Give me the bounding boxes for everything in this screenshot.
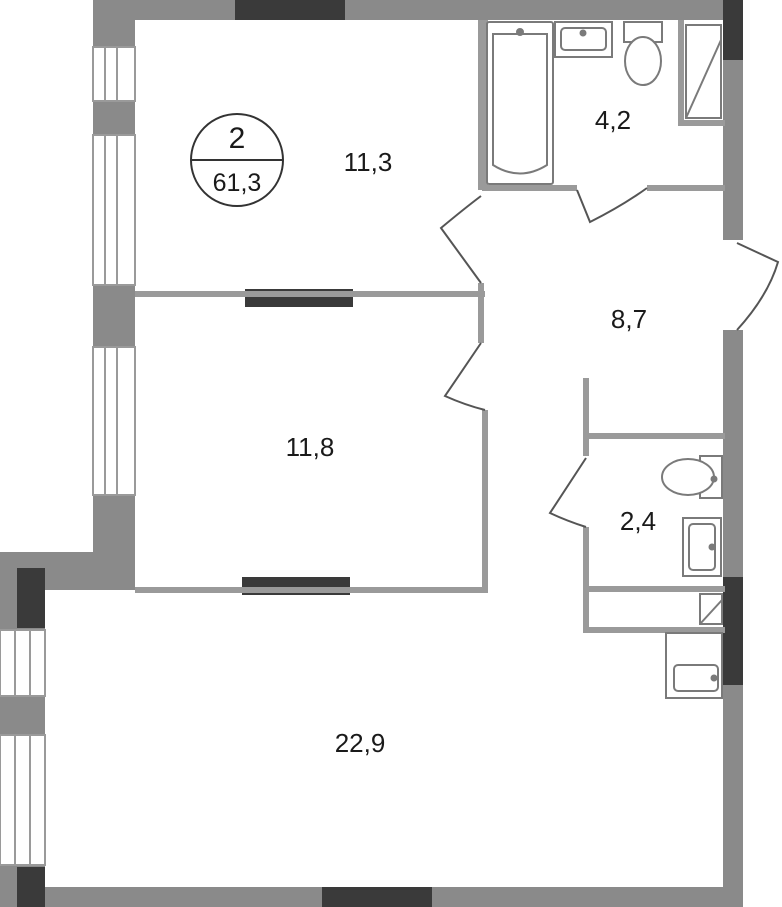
window-living-2 xyxy=(0,734,46,866)
bathtub-inner xyxy=(492,33,548,175)
partition-bath-left xyxy=(482,20,488,190)
door-bathroom xyxy=(576,187,648,224)
area-bedroom-north: 11,3 xyxy=(344,147,393,177)
windows xyxy=(0,46,136,866)
interior-partitions xyxy=(135,20,725,633)
partition-bath-bottom xyxy=(482,185,577,191)
badge-total-area: 61,3 xyxy=(213,169,262,197)
partition-bedroom-hall-upper xyxy=(478,20,484,190)
room-labels: 11,3 4,2 8,7 11,8 2,4 22,9 xyxy=(286,105,656,758)
dark-wall-left-lower-top xyxy=(17,568,45,628)
door-toilet xyxy=(548,457,587,528)
doors xyxy=(439,187,780,528)
dark-wall-right-top xyxy=(723,0,743,60)
toilet-fixtures xyxy=(661,455,723,699)
area-bedroom-middle: 11,8 xyxy=(286,432,335,462)
badge-room-count: 2 xyxy=(229,122,246,155)
window-north-1 xyxy=(92,46,136,102)
bath-sink-tap-icon xyxy=(579,29,587,37)
dark-wall-bottom xyxy=(322,887,432,907)
dark-wall-right-middle xyxy=(723,577,743,685)
door-bedroom-north xyxy=(439,195,482,284)
wall-top xyxy=(93,0,743,20)
window-middle xyxy=(92,346,136,496)
bathroom-fixtures xyxy=(486,21,722,185)
dark-wall-top xyxy=(235,0,345,20)
apartment-badge: 2 61,3 xyxy=(190,113,284,207)
wc-sink-tap-icon xyxy=(708,543,716,551)
partition-bath-bottom-right xyxy=(647,185,725,191)
shaft-box-north xyxy=(685,24,722,119)
area-bathroom: 4,2 xyxy=(595,105,631,135)
partition-shaft-top xyxy=(678,20,684,126)
kitchen-sink-tap-icon xyxy=(710,674,718,682)
area-toilet: 2,4 xyxy=(620,506,656,536)
partition-toilet-top xyxy=(583,433,725,439)
shaft-box-middle xyxy=(699,593,723,625)
partition-toilet-left-lower xyxy=(583,527,589,632)
partition-shaft-top-bottom xyxy=(678,120,725,126)
partition-hall-stub-1 xyxy=(478,283,484,343)
wc-bowl xyxy=(661,458,715,496)
partition-bedrooms xyxy=(135,291,485,297)
partition-toilet-left-upper xyxy=(583,378,589,456)
partition-shaft-bottom xyxy=(583,627,725,633)
wc-flush-icon xyxy=(710,475,718,483)
door-bedroom-middle xyxy=(443,342,486,411)
bathtub-drain-icon xyxy=(516,28,524,36)
dark-wall-left-lower-bottom xyxy=(17,867,45,907)
partition-middle-bottom xyxy=(135,587,488,593)
bath-toilet-bowl xyxy=(624,36,662,86)
bath-sink-basin xyxy=(560,27,607,51)
window-north-2 xyxy=(92,134,136,286)
area-living-kitchen: 22,9 xyxy=(335,728,386,758)
window-living-1 xyxy=(0,629,46,697)
area-hallway: 8,7 xyxy=(611,304,647,334)
door-entrance xyxy=(736,242,780,331)
kitchen-sink-basin xyxy=(673,664,719,692)
partition-toilet-bottom xyxy=(583,586,725,592)
partition-middle-hall xyxy=(482,410,488,593)
